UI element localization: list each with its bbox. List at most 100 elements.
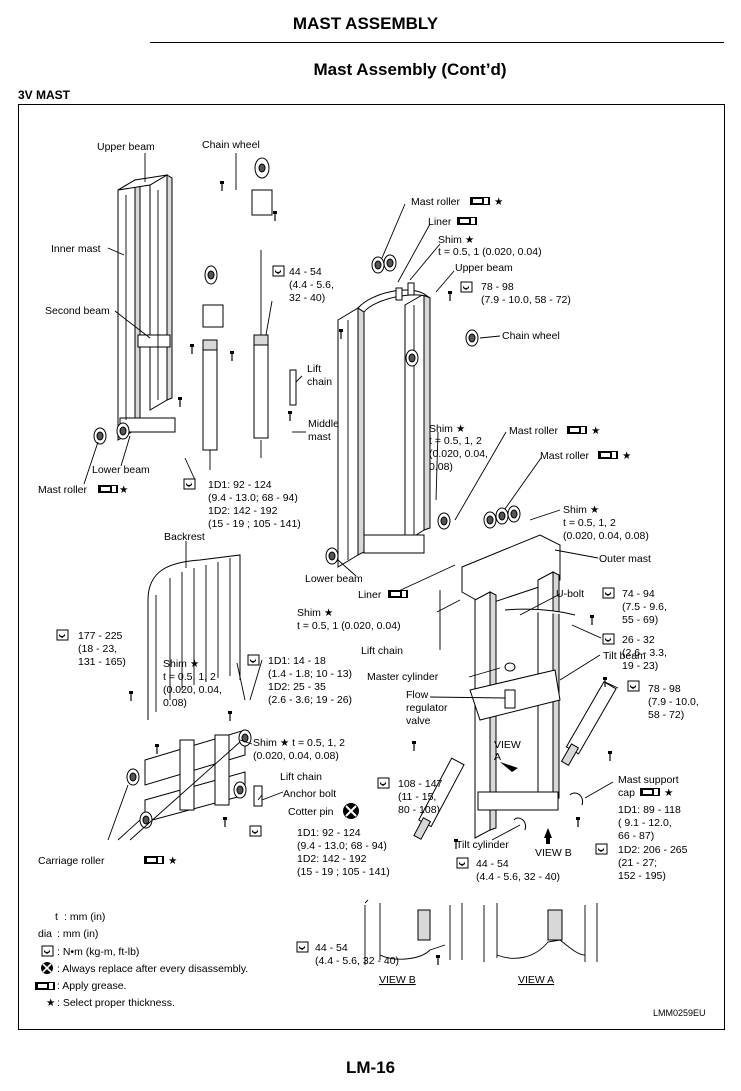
- middle-mast-drawing: [325, 254, 479, 568]
- svg-text:74 - 94: 74 - 94: [622, 588, 655, 600]
- svg-text:Mast roller: Mast roller: [540, 450, 590, 462]
- svg-text:(4.4 - 5.6, 32 - 40): (4.4 - 5.6, 32 - 40): [315, 955, 399, 967]
- svg-text:44 - 54: 44 - 54: [315, 942, 348, 954]
- view-b-arrow-icon: [544, 828, 552, 838]
- svg-text:Tilt cylinder: Tilt cylinder: [456, 839, 509, 851]
- svg-text:★: ★: [591, 425, 601, 437]
- wrench-icon: [595, 843, 608, 855]
- svg-text:( 9.1 - 12.0,: ( 9.1 - 12.0,: [618, 817, 672, 829]
- legend: t : mm (in) dia : mm (in) : N•m (kg-m, f…: [35, 911, 248, 1009]
- carriage-leaders: [107, 541, 284, 841]
- svg-text:Backrest: Backrest: [164, 531, 205, 543]
- svg-text:Chain wheel: Chain wheel: [502, 330, 560, 342]
- view-a-drawing: [483, 903, 598, 962]
- legend-t-symbol: t: [55, 911, 58, 923]
- svg-text:★: ★: [168, 855, 178, 867]
- svg-text:Liner: Liner: [428, 216, 452, 228]
- svg-text:Anchor bolt: Anchor bolt: [283, 788, 336, 800]
- inner-mast-drawing: [93, 174, 176, 445]
- wrench-icon: [460, 281, 473, 293]
- svg-text:(21 - 27;: (21 - 27;: [618, 857, 657, 869]
- svg-text:0.08): 0.08): [429, 461, 453, 473]
- svg-text:Middle: Middle: [308, 418, 339, 430]
- svg-text:0.08): 0.08): [163, 697, 187, 709]
- svg-text:(9.4 - 13.0; 68 - 94): (9.4 - 13.0; 68 - 94): [297, 840, 387, 852]
- label-second-beam: Second beam: [45, 305, 110, 317]
- wrench-icon: [296, 941, 309, 953]
- svg-text:44 - 54: 44 - 54: [476, 858, 509, 870]
- wrench-icon: [627, 680, 640, 692]
- svg-text:(15 - 19 ; 105 - 141): (15 - 19 ; 105 - 141): [297, 866, 390, 878]
- svg-text:1D2: 25 - 35: 1D2: 25 - 35: [268, 681, 326, 693]
- legend-dia-symbol: dia: [38, 928, 52, 940]
- callout-labels: Upper beam Chain wheel Inner mast Second…: [38, 139, 706, 1018]
- carriage-drawing: [126, 554, 263, 829]
- svg-text:(9.4 - 13.0; 68 - 94): (9.4 - 13.0; 68 - 94): [208, 492, 298, 504]
- svg-text:(0.020, 0.04, 0.08): (0.020, 0.04, 0.08): [563, 530, 649, 542]
- svg-text:(7.9 - 10.0,: (7.9 - 10.0,: [648, 696, 699, 708]
- svg-text:(0.020, 0.04,: (0.020, 0.04,: [163, 684, 222, 696]
- legend-grease-text: : Apply grease.: [57, 980, 126, 992]
- legend-star-symbol: ★: [46, 997, 56, 1009]
- replace-icon: [343, 803, 359, 819]
- svg-text:Lift chain: Lift chain: [361, 645, 403, 657]
- page-number: LM-16: [345, 1058, 396, 1077]
- svg-text:Mast support: Mast support: [618, 774, 679, 786]
- grease-icon: [388, 590, 408, 598]
- svg-text:(18 - 23,: (18 - 23,: [78, 643, 117, 655]
- wrench-icon: [602, 633, 615, 645]
- legend-dia-text: : mm (in): [57, 928, 98, 940]
- svg-text:(15 - 19 ; 105 - 141): (15 - 19 ; 105 - 141): [208, 518, 301, 530]
- svg-text:1D1: 89 - 118: 1D1: 89 - 118: [618, 804, 681, 816]
- svg-text:131 - 165): 131 - 165): [78, 656, 126, 668]
- svg-text:cap: cap: [618, 787, 635, 799]
- svg-text:1D2: 142 - 192: 1D2: 142 - 192: [208, 505, 278, 517]
- svg-text:t = 0.5, 1 (0.020, 0.04): t = 0.5, 1 (0.020, 0.04): [438, 246, 542, 258]
- svg-text:t = 0.5, 1, 2: t = 0.5, 1, 2: [429, 435, 482, 447]
- page-subtitle: Mast Assembly (Cont’d): [313, 60, 507, 79]
- svg-text:Tilt beam: Tilt beam: [603, 650, 646, 662]
- grease-icon: [144, 856, 164, 864]
- wrench-icon: [249, 825, 262, 837]
- svg-text:78 - 98: 78 - 98: [481, 281, 514, 293]
- svg-text:(7.9 - 10.0, 58 - 72): (7.9 - 10.0, 58 - 72): [481, 294, 571, 306]
- svg-text:(0.020, 0.04,: (0.020, 0.04,: [429, 448, 488, 460]
- svg-text:26 - 32: 26 - 32: [622, 634, 655, 646]
- wrench-icon: [602, 587, 615, 599]
- svg-text:t = 0.5, 1 (0.020, 0.04): t = 0.5, 1 (0.020, 0.04): [297, 620, 401, 632]
- svg-text:Outer mast: Outer mast: [599, 553, 651, 565]
- svg-text:19 - 23): 19 - 23): [622, 660, 658, 672]
- svg-text:mast: mast: [308, 431, 331, 443]
- legend-torque-text: : N•m (kg-m, ft-lb): [57, 946, 139, 958]
- view-b-caption: VIEW B: [379, 974, 416, 986]
- legend-replace-text: : Always replace after every disassembly…: [57, 963, 248, 975]
- legend-t-text: : mm (in): [64, 911, 105, 923]
- wrench-icon: [247, 654, 260, 666]
- svg-text:(2.6 - 3.6; 19 - 26): (2.6 - 3.6; 19 - 26): [268, 694, 352, 706]
- svg-text:★: ★: [664, 787, 674, 799]
- grease-icon: [567, 426, 587, 434]
- svg-text:(4.4 - 5.6, 32 - 40): (4.4 - 5.6, 32 - 40): [476, 871, 560, 883]
- view-b-drawing: [364, 899, 463, 966]
- wrench-icon: [183, 478, 196, 490]
- view-a-arrow-icon: [500, 762, 518, 772]
- svg-text:Lower beam: Lower beam: [305, 573, 363, 585]
- svg-text:Shim ★: Shim ★: [163, 658, 200, 670]
- svg-text:58 - 72): 58 - 72): [648, 709, 684, 721]
- grease-icon: [98, 485, 118, 493]
- svg-text:(2.6 - 3.3,: (2.6 - 3.3,: [622, 647, 667, 659]
- svg-text:Mast roller: Mast roller: [411, 196, 461, 208]
- svg-text:32 - 40): 32 - 40): [289, 292, 325, 304]
- left-leaders: [83, 153, 306, 485]
- svg-text:(11 - 15,: (11 - 15,: [398, 791, 436, 803]
- left-cylinder-drawing: [177, 157, 297, 470]
- svg-text:★: ★: [494, 196, 504, 208]
- svg-text:Liner: Liner: [358, 589, 382, 601]
- svg-text:U-bolt: U-bolt: [556, 588, 584, 600]
- svg-text:152 - 195): 152 - 195): [618, 870, 666, 882]
- replace-icon: [41, 962, 53, 974]
- svg-text:80 - 108): 80 - 108): [398, 804, 440, 816]
- svg-text:Shim ★: Shim ★: [429, 423, 466, 435]
- grease-icon: [598, 451, 618, 459]
